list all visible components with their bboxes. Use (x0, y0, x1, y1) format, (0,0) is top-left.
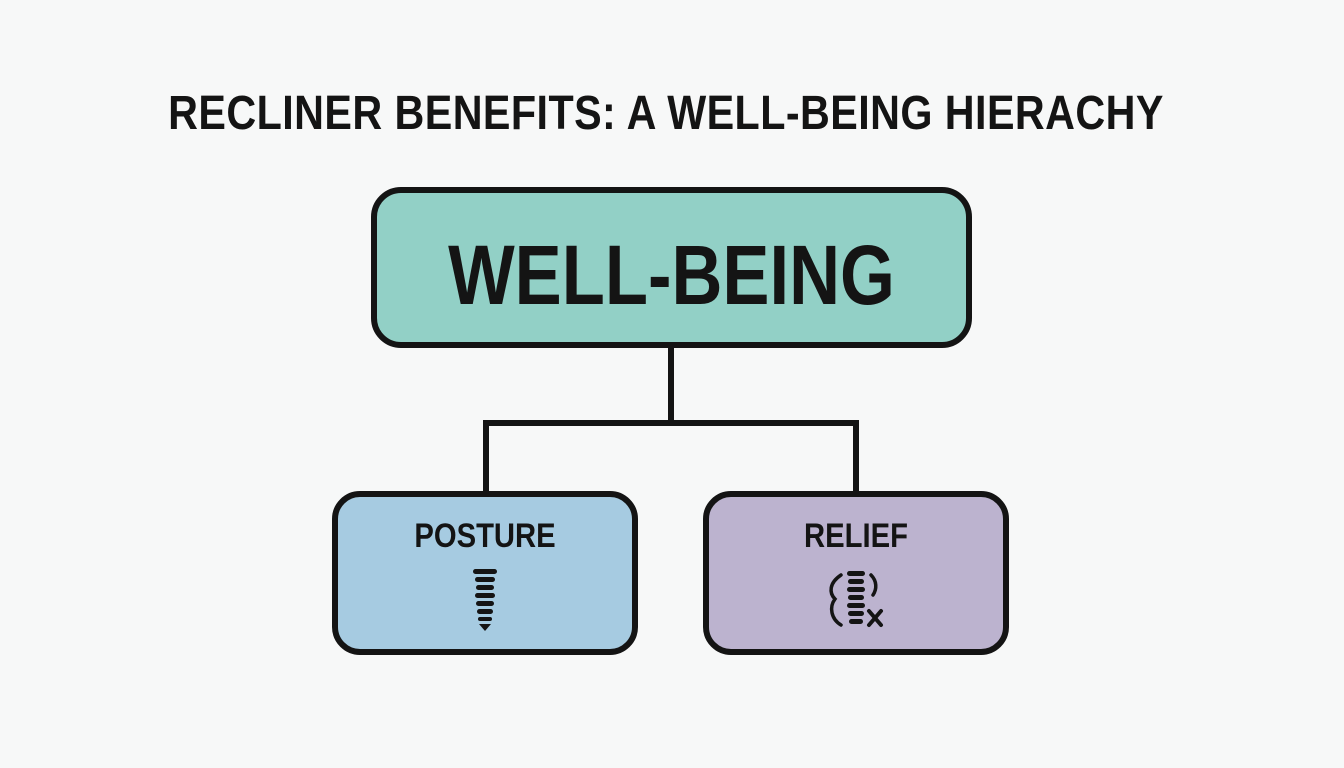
spine-icon (473, 569, 497, 631)
node-posture-label: POSTURE (414, 517, 556, 555)
node-posture: POSTURE (332, 491, 638, 655)
node-well-being-label: WELL-BEING (448, 228, 895, 322)
node-well-being: WELL-BEING (371, 187, 972, 348)
connector-branch (483, 420, 859, 494)
node-relief-label: RELIEF (804, 517, 908, 555)
back-pain-relief-icon (829, 571, 883, 627)
diagram-title: RECLINER BENEFITS: A WELL-BEING HIERACHY (168, 87, 1164, 140)
node-relief: RELIEF (703, 491, 1009, 655)
